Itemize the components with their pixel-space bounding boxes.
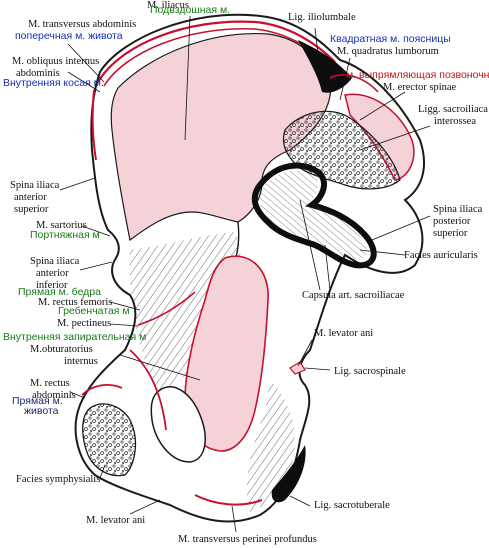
label-m-pectineus: M. pectineus xyxy=(57,318,112,329)
label-m-sartorius: M. sartorius xyxy=(36,220,87,231)
sacroiliac-capsule xyxy=(251,162,377,269)
label-m-obturatorius-1: M.obturatorius xyxy=(30,344,93,355)
label-facies-symphysialis: Facies symphysialis xyxy=(16,474,101,485)
pectineus-line xyxy=(137,291,196,326)
label-lig-sacrotuberale: Lig. sacrotuberale xyxy=(314,500,390,511)
label-m-transversus-abdominis: M. transversus abdominis xyxy=(28,19,137,30)
leader-lines xyxy=(59,15,431,533)
obturator-origin-line xyxy=(129,349,167,431)
iliacus-muscle xyxy=(110,32,332,242)
label-spina-ant-inf-3: inferior xyxy=(36,280,68,291)
label-spina-post-sup-1: Spina iliaca xyxy=(433,204,483,215)
label-spina-ant-sup-1: Spina iliaca xyxy=(10,180,60,191)
transversus-perinei-line xyxy=(194,494,263,506)
facies-symphysialis xyxy=(82,403,137,477)
label-ligg-sacroiliaca-2: interossea xyxy=(434,116,476,127)
label-spina-ant-sup-2: anterior xyxy=(14,192,47,203)
label-m-obturatorius-2: internus xyxy=(64,356,98,367)
label-grebenchataya: Гребенчатая м xyxy=(58,305,130,317)
label-kvadratnaya: Квадратная м. поясницы xyxy=(330,33,451,45)
label-spina-ant-inf-1: Spina iliaca xyxy=(30,256,80,267)
sacrotuberous-ligament xyxy=(271,445,306,503)
label-vypryamlyayushchaya: м. выпрямляющая позвоночник xyxy=(346,69,489,81)
label-m-transversus-perinei: M. transversus perinei profundus xyxy=(178,534,317,545)
label-m-erector: M. erector spinae xyxy=(383,82,457,93)
iliolumbar-ligament xyxy=(298,40,352,93)
label-podvzdoshnaya: Подвздошная м. xyxy=(150,4,231,16)
transversus-abdominis-line xyxy=(97,20,336,83)
label-vnutrennyaya-kosaya: Внутренняя косая м. xyxy=(3,77,104,89)
hatched-bone-surface xyxy=(129,232,241,395)
label-m-rectus-abd-1: M. rectus xyxy=(30,378,70,389)
label-m-rectus-femoris: M. rectus femoris xyxy=(38,297,113,308)
sacrospinous-ligament xyxy=(289,361,306,375)
crest-outer-line xyxy=(91,89,97,161)
label-lig-iliolumbale: Lig. iliolumbale xyxy=(288,12,356,23)
label-pryamaya-zhivota-2: живота xyxy=(24,405,59,417)
label-spina-ant-inf-2: anterior xyxy=(36,268,69,279)
obturator-foramen xyxy=(150,386,206,463)
label-ligg-sacroiliaca-1: Ligg. sacroiliaca xyxy=(418,104,488,115)
label-spina-ant-sup-3: superior xyxy=(14,204,49,215)
label-lig-sacrospinale: Lig. sacrospinale xyxy=(334,366,406,377)
label-m-rectus-abd-2: abdominis xyxy=(32,390,76,401)
label-m-levator-ani-bottom: M. levator ani xyxy=(86,515,146,526)
auricular-surface xyxy=(258,170,367,260)
label-capsula: Capsula art. sacroiliacae xyxy=(302,290,405,301)
obturator-internus-muscle xyxy=(184,255,269,452)
label-portnyazhnaya: Портняжная м xyxy=(30,229,100,241)
label-pryamaya-zhivota-1: Прямая м. xyxy=(12,395,63,407)
label-m-levator-ani-top: M. levator ani xyxy=(314,328,374,339)
label-m-obliquus-1: M. obliquus internus xyxy=(12,56,100,67)
label-vnutrennyaya-zapiratelnaya: Внутренняя запирательная м xyxy=(3,331,147,343)
label-m-obliquus-2: abdominis xyxy=(16,68,60,79)
quadratus-lumborum-line xyxy=(329,74,379,93)
label-poperechnaya: поперечная м. живота xyxy=(15,30,123,42)
label-m-iliacus: M. iliacus xyxy=(147,0,189,11)
label-facies-auricularis: Facies auricularis xyxy=(404,250,478,261)
rectus-abdominis-line xyxy=(81,384,123,396)
label-spina-post-sup-2: posterior xyxy=(433,216,471,227)
label-pryamaya-bedra: Прямая м. бедра xyxy=(18,286,101,298)
label-m-quadratus: M. quadratus lumborum xyxy=(337,46,439,57)
label-spina-post-sup-3: superior xyxy=(433,228,468,239)
